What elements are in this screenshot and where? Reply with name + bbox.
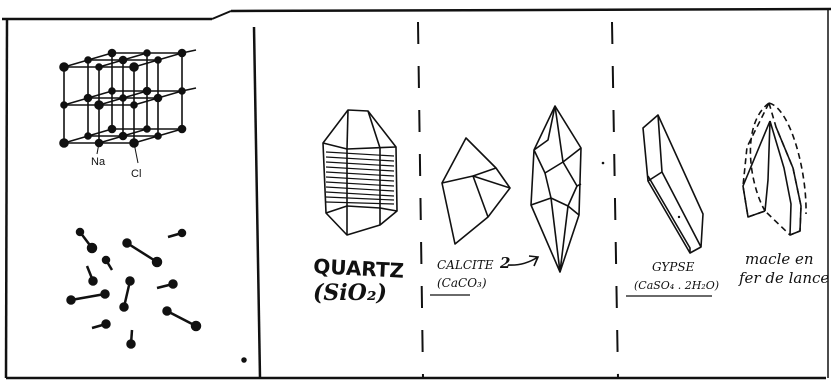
calcite-rhombohedron (442, 138, 510, 244)
calcite-scalenohedron (531, 106, 581, 272)
calcite-formula: (CaCO₃) (437, 276, 487, 290)
gypse-label: GYPSE (CaSO₄ . 2H₂O) (626, 260, 719, 296)
quartz-formula: (SiO₂) (313, 280, 387, 306)
label-na: Na (91, 156, 106, 168)
figure-frame (2, 9, 831, 378)
macle-label: macle en fer de lance (738, 250, 829, 287)
label-cl: Cl (131, 168, 141, 180)
gypse-name: GYPSE (652, 260, 695, 274)
quartz-label: QUARTZ (SiO₂) (313, 254, 405, 306)
macle-line1: macle en (745, 250, 814, 268)
macle-line2: fer de lance (738, 269, 829, 287)
dashed-separators (418, 22, 618, 378)
calcite-marker: 2 (499, 254, 510, 272)
calcite-arrow (508, 256, 538, 266)
macle-crystal (743, 103, 806, 235)
quartz-name: QUARTZ (313, 254, 405, 283)
ion-labels: Na Cl (91, 143, 141, 180)
calcite-name: CALCITE (437, 258, 494, 272)
gypse-formula: (CaSO₄ . 2H₂O) (634, 279, 719, 292)
gypse-crystal (643, 115, 703, 253)
disordered-molecules (68, 229, 246, 362)
calcite-label: CALCITE 2 (CaCO₃) (430, 254, 510, 295)
quartz-crystal (323, 110, 397, 235)
nacl-lattice (60, 50, 196, 148)
